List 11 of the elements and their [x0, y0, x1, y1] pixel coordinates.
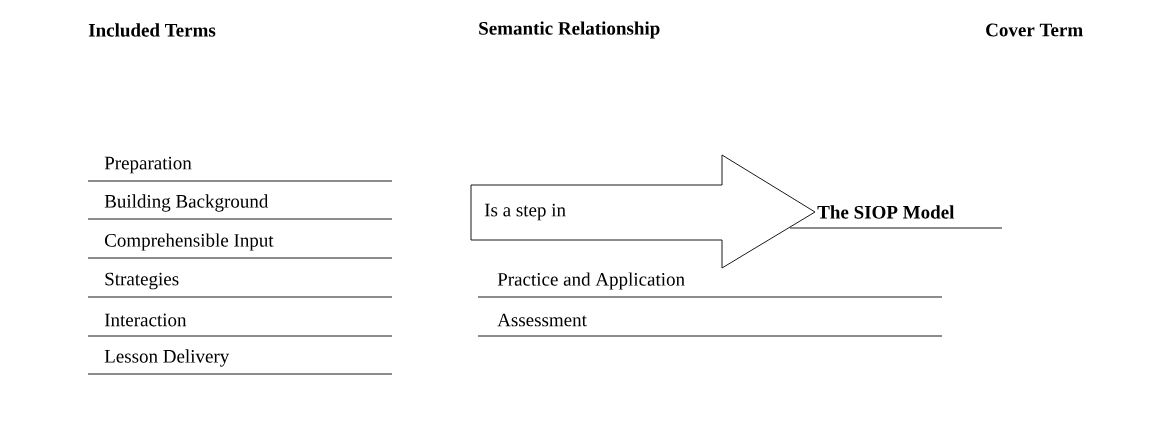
column-heading: Included Terms: [88, 23, 216, 37]
underlined-term: Lesson Delivery: [87, 349, 393, 375]
column-heading: Semantic Relationship: [479, 21, 660, 39]
underlined-term: Building Background: [87, 194, 393, 220]
underlined-term: Preparation: [87, 156, 393, 182]
underlined-term: Strategies: [87, 272, 393, 298]
column-heading: Cover Term: [986, 23, 1083, 37]
underlined-term: Practice and Application: [477, 272, 943, 298]
underlined-term: Interaction: [87, 313, 393, 337]
underlined-term: Assessment: [477, 313, 943, 337]
underlined-term: Comprehensible Input: [87, 233, 393, 259]
